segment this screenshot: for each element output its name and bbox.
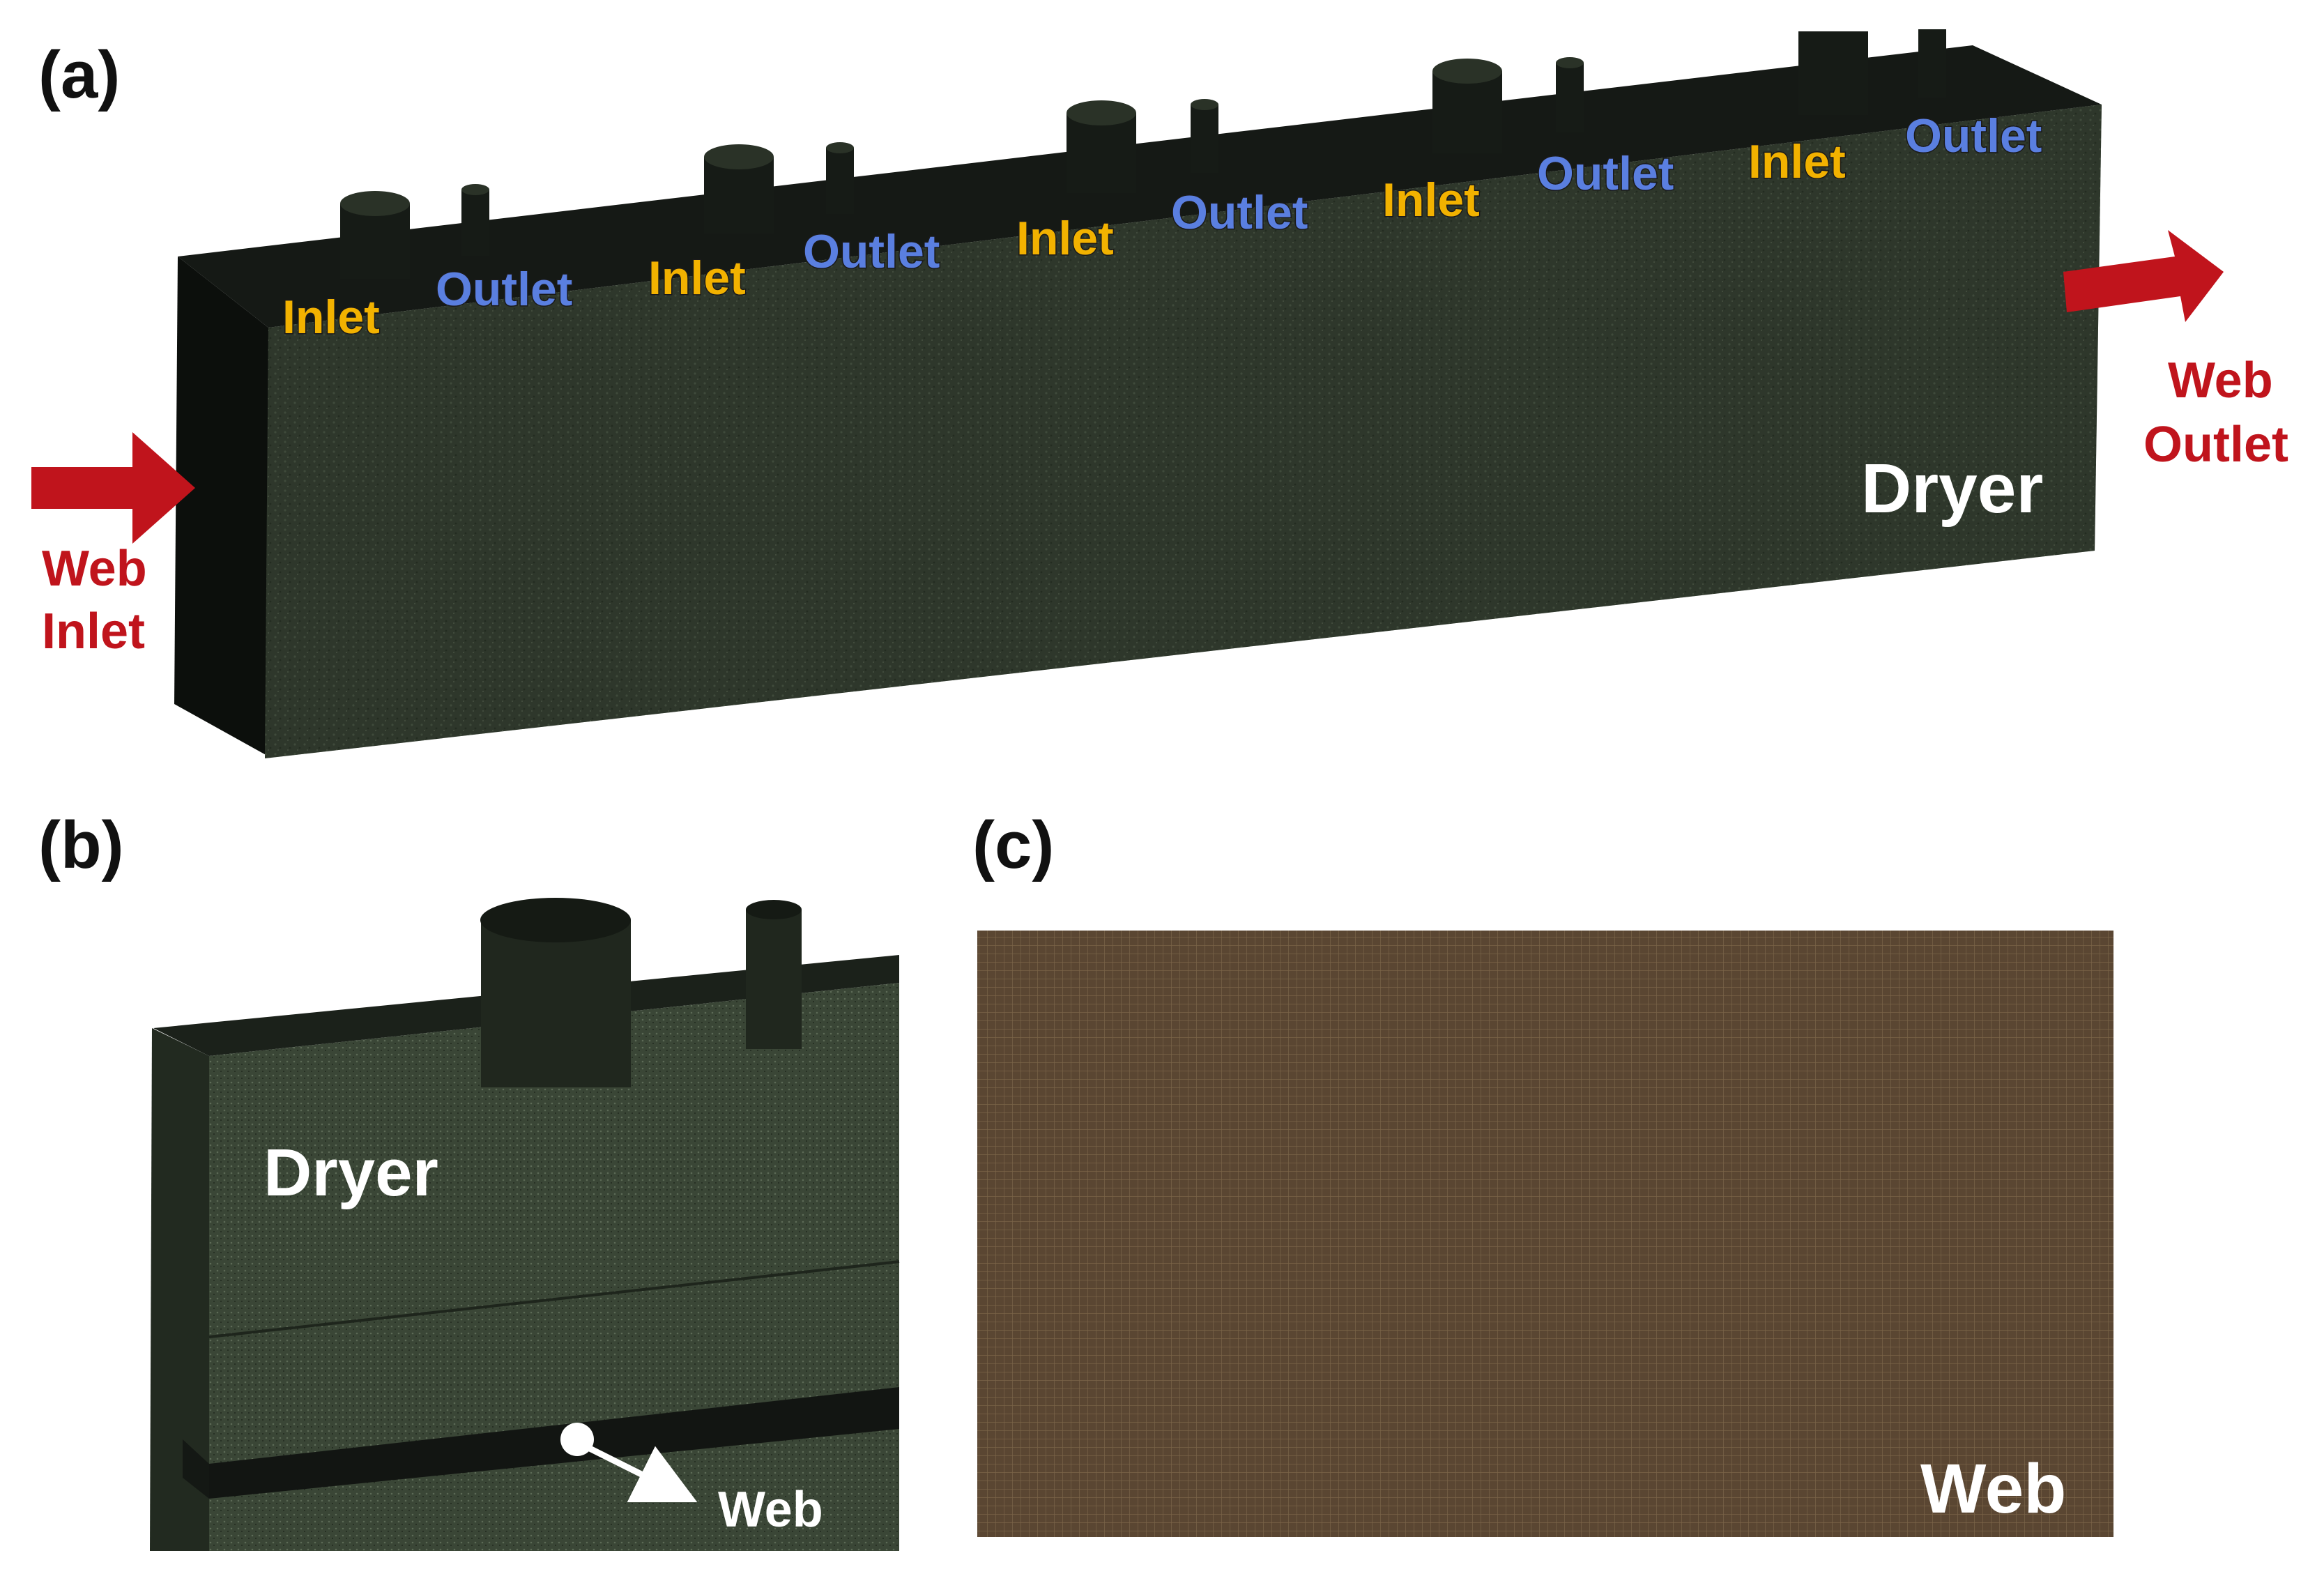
web-pointer-icon [560, 1423, 698, 1503]
dryer-label-a: Dryer [1861, 450, 2043, 528]
dryer-label-b: Dryer [263, 1135, 438, 1210]
inlet-label-3: Inlet [1016, 212, 1114, 265]
inlet-label-4: Inlet [1382, 174, 1480, 227]
outlet-label-2: Outlet [803, 225, 940, 278]
panel-label-a: (a) [38, 38, 120, 112]
outlet-label-5: Outlet [1905, 109, 2042, 162]
dryer-3d-body [174, 45, 2102, 758]
port-cylinders [340, 29, 1946, 279]
web-outlet-arrow-icon [2063, 230, 2224, 322]
web-label-c: Web [1920, 1450, 2066, 1528]
inlet-label-2: Inlet [648, 252, 746, 305]
panel-label-b: (b) [38, 808, 124, 882]
web-inlet-label-line2: Inlet [42, 604, 145, 659]
web-outlet-label-line1: Web [2168, 353, 2273, 408]
outlet-label-1: Outlet [436, 263, 572, 316]
outlet-label-3: Outlet [1171, 186, 1308, 239]
web-outlet-label-line2: Outlet [2143, 417, 2288, 473]
inlet-label-1: Inlet [282, 291, 380, 344]
outlet-label-4: Outlet [1537, 147, 1674, 200]
dryer-closeup [150, 898, 900, 1551]
panel-label-c: (c) [972, 808, 1054, 882]
web-inlet-label-line1: Web [42, 541, 147, 597]
web-mesh-grid [977, 931, 2113, 1537]
inlet-label-5: Inlet [1748, 135, 1846, 188]
web-inlet-arrow-icon [31, 432, 195, 544]
web-label-b: Web [718, 1482, 823, 1538]
